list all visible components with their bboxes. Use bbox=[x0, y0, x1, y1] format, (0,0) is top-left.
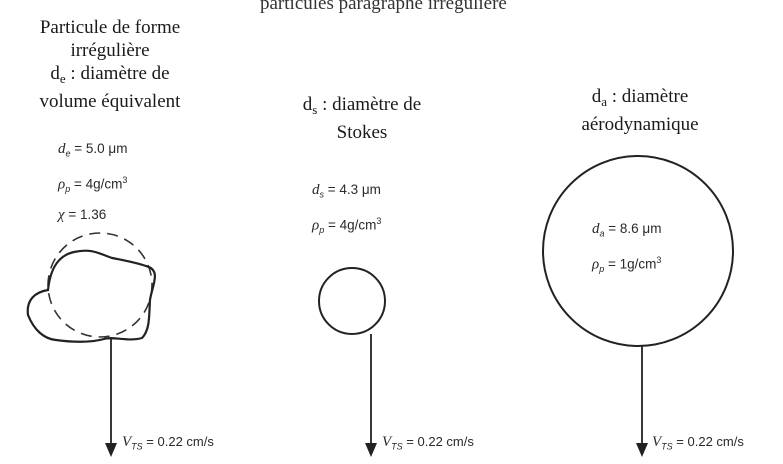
param-subscript: s bbox=[319, 189, 325, 200]
caption-irregular-line4: volume équivalent bbox=[39, 91, 181, 112]
caption-stokes: ds : diamètre de Stokes bbox=[262, 93, 462, 144]
stokes-particle-group bbox=[318, 267, 386, 457]
velocity-value: = 0.22 cm/s bbox=[402, 434, 474, 449]
param-row: ρp = 4g/cm3 bbox=[312, 208, 381, 243]
caption-symbol: d bbox=[50, 63, 60, 84]
aerodynamic-sphere bbox=[542, 155, 734, 347]
velocity-symbol: V bbox=[122, 434, 132, 450]
header-partial-text: particules paragraphe irrégulière bbox=[260, 0, 507, 14]
param-symbol: d bbox=[312, 182, 320, 198]
param-symbol: d bbox=[58, 141, 66, 157]
param-symbol: ρ bbox=[592, 256, 600, 273]
param-value: = 4.3 μm bbox=[324, 182, 381, 197]
caption-irregular-line1: Particule de forme bbox=[39, 17, 181, 38]
param-row: ρp = 4g/cm3 bbox=[58, 167, 127, 202]
param-value: = 1.36 bbox=[64, 206, 107, 222]
equivalent-volume-circle bbox=[47, 232, 153, 338]
velocity-label-irregular: VTS = 0.22 cm/s bbox=[122, 434, 214, 452]
param-row: ρp = 1g/cm3 bbox=[592, 247, 661, 282]
param-superscript: 3 bbox=[376, 215, 382, 226]
caption-symbol: d bbox=[591, 86, 602, 107]
caption-irregular-line3: de : diamètre de bbox=[5, 62, 215, 90]
caption-rest: : diamètre de bbox=[65, 63, 170, 84]
param-row: χ = 1.36 bbox=[58, 202, 127, 228]
stokes-sphere bbox=[318, 267, 386, 335]
caption-subscript: e bbox=[59, 71, 66, 86]
params-aerodynamic: da = 8.6 μm ρp = 1g/cm3 bbox=[592, 216, 661, 282]
param-symbol: ρ bbox=[58, 176, 66, 193]
param-subscript: p bbox=[65, 183, 71, 194]
param-superscript: 3 bbox=[656, 254, 662, 265]
caption-irregular-line2: irrégulière bbox=[70, 40, 150, 61]
param-value: = 8.6 μm bbox=[604, 221, 662, 236]
velocity-symbol: V bbox=[382, 434, 392, 450]
param-row: da = 8.6 μm bbox=[592, 216, 661, 247]
param-value: = 4g/cm bbox=[70, 176, 123, 192]
velocity-symbol: V bbox=[652, 434, 662, 450]
velocity-arrow-head-3 bbox=[636, 443, 648, 457]
caption-stokes-line1: ds : diamètre de bbox=[262, 93, 462, 121]
caption-aerodynamic-line2: aérodynamique bbox=[581, 114, 699, 135]
velocity-arrow-head-2 bbox=[365, 443, 377, 457]
velocity-label-aerodynamic: VTS = 0.22 cm/s bbox=[652, 434, 744, 452]
param-value: = 5.0 μm bbox=[70, 141, 128, 156]
params-stokes: ds = 4.3 μm ρp = 4g/cm3 bbox=[312, 177, 381, 243]
param-symbol: χ bbox=[58, 206, 65, 223]
param-row: ds = 4.3 μm bbox=[312, 177, 381, 208]
caption-irregular: Particule de forme irrégulière de : diam… bbox=[5, 16, 215, 113]
param-row: de = 5.0 μm bbox=[58, 136, 127, 167]
caption-symbol: d bbox=[302, 94, 313, 115]
irregular-particle-group bbox=[26, 232, 156, 457]
caption-aerodynamic: da : diamètre aérodynamique bbox=[545, 85, 735, 136]
aerodynamic-particle-group bbox=[542, 155, 734, 457]
velocity-subscript: TS bbox=[661, 441, 673, 452]
param-symbol: d bbox=[592, 221, 600, 237]
velocity-subscript: TS bbox=[391, 441, 403, 452]
param-value: = 1g/cm bbox=[604, 256, 657, 272]
velocity-subscript: TS bbox=[131, 441, 143, 452]
velocity-value: = 0.22 cm/s bbox=[672, 434, 744, 449]
velocity-label-stokes: VTS = 0.22 cm/s bbox=[382, 434, 474, 452]
caption-subscript: s bbox=[312, 102, 318, 117]
caption-stokes-line2: Stokes bbox=[336, 122, 388, 143]
irregular-particle-shape bbox=[26, 249, 156, 343]
caption-aerodynamic-line1: da : diamètre bbox=[545, 85, 735, 113]
velocity-value: = 0.22 cm/s bbox=[142, 434, 214, 449]
params-irregular: de = 5.0 μm ρp = 4g/cm3 χ = 1.36 bbox=[58, 136, 127, 228]
param-subscript: e bbox=[65, 148, 71, 159]
velocity-arrow-head-1 bbox=[105, 443, 117, 457]
param-value: = 4g/cm bbox=[324, 217, 377, 233]
caption-rest: : diamètre de bbox=[317, 94, 422, 115]
caption-subscript: a bbox=[601, 94, 608, 109]
param-symbol: ρ bbox=[312, 217, 320, 234]
param-subscript: p bbox=[599, 263, 605, 274]
param-superscript: 3 bbox=[122, 174, 128, 185]
param-subscript: p bbox=[319, 224, 325, 235]
param-subscript: a bbox=[599, 228, 605, 239]
caption-rest: : diamètre bbox=[607, 86, 689, 107]
